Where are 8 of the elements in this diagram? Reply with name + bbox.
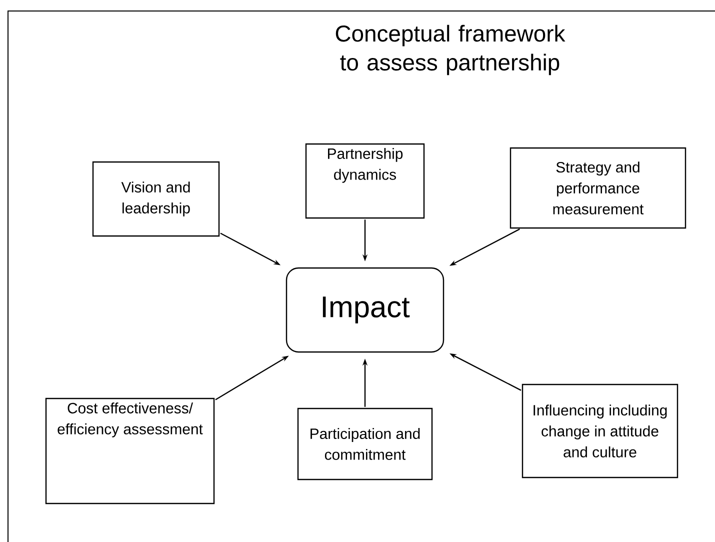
title: Conceptual framework to assess partnership	[336, 24, 566, 76]
factor-box: Influencing including change in attitude and culture	[522, 384, 678, 478]
factor-box: Participation and commitment	[297, 408, 433, 480]
factor-box: Cost effectiveness/ efficiency assessment	[45, 398, 215, 504]
factor-box: Partnership dynamics	[305, 143, 425, 219]
impact-box: Impact	[286, 267, 444, 353]
factor-box: Strategy and performance measurement	[510, 147, 686, 229]
factor-box: Vision and leadership	[92, 161, 220, 237]
